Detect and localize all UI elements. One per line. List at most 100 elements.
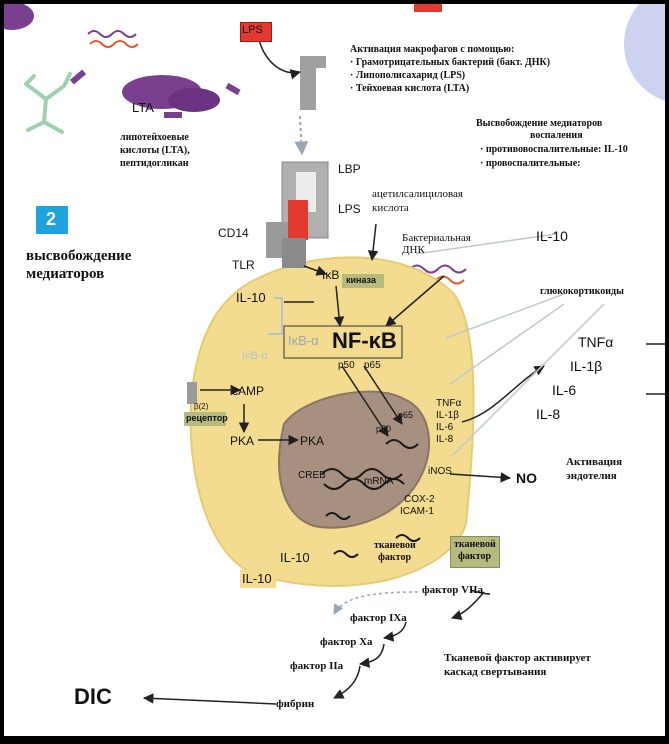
p65-top-label: p65 (364, 360, 381, 371)
inos-label: iNOS (428, 466, 452, 477)
ikb-label: IκB (322, 268, 340, 282)
mrna-label: mRNA (364, 476, 394, 487)
factor-2a-label: фактор IIa (290, 660, 344, 672)
lta-fragment (164, 112, 182, 118)
tissue-factor-tag-1: тканевой (454, 539, 496, 550)
bact-dna-label-2: ДНК (402, 244, 425, 256)
pka-nucleus-label: PKA (300, 434, 325, 448)
activation-item-1: · Грамотрицательных бактерий (бакт. ДНК) (350, 57, 551, 68)
bacteria-shape (4, 4, 34, 30)
no-label: NO (516, 470, 537, 486)
p65-nuc-label: p65 (398, 410, 414, 420)
lps-receptor-arm (300, 56, 316, 110)
il10-bottom-label: IL-10 (280, 550, 310, 565)
section-badge (36, 206, 68, 234)
beta2-receptor (187, 382, 197, 404)
factor-10a-label: фактор Xa (320, 636, 373, 648)
lta-desc-1: липотейхоевые (120, 132, 189, 143)
il10-inside-label: IL-10 (236, 290, 266, 305)
dna-strand (321, 468, 403, 480)
endothelium-label-1: Активация (566, 456, 623, 468)
ikb-alpha-faded-label: IκB-α (242, 350, 268, 362)
release-item-2: · провоспалительные: (480, 158, 581, 169)
tlr-base (282, 238, 306, 268)
lta-desc-2: кислоты (LTA), (120, 145, 190, 156)
release-item-1: · противовоспалительные: IL-10 (480, 144, 628, 155)
receptor-tag-label: рецептор (186, 413, 228, 423)
activation-item-2: · Липополисахарид (LPS) (350, 70, 466, 81)
il10-out-tag (240, 570, 276, 588)
lta-fragment (225, 82, 241, 96)
il10-out-label: IL-10 (242, 571, 272, 586)
factor-9a-label: фактор IXa (350, 612, 407, 624)
il6-label: IL-6 (552, 382, 577, 398)
lta-desc-3: пептидогликан (120, 158, 189, 169)
lps-tag (240, 22, 272, 42)
bacterial-dna-icon (409, 264, 467, 274)
nucleus (278, 390, 431, 529)
aspirin-label-1: ацетилсалициловая (372, 188, 463, 200)
release-title-1: Высвобождение медиаторов (476, 118, 603, 129)
il8-label: IL-8 (536, 406, 561, 422)
il10-right-label: IL-10 (536, 228, 568, 244)
dic-label: DIC (74, 684, 112, 709)
bacterial-dna-icon (87, 30, 137, 38)
p50-nuc-label: p50 (376, 424, 392, 434)
camp-label: cAMP (232, 384, 265, 398)
section-title-2: медиаторов (26, 266, 105, 282)
bact-dna-label-1: Бактериальная (402, 232, 471, 244)
tissue-factor-label-1: тканевой (374, 540, 416, 551)
nfkb-complex-box (283, 325, 403, 359)
lbp-label: LBP (338, 162, 361, 176)
activation-item-3: · Тейхоевая кислота (LTA) (350, 83, 470, 94)
cell-edge-shape (624, 4, 665, 101)
tissue-factor-label-2: фактор (378, 552, 412, 563)
nfkb-label: NF-κB (332, 328, 397, 353)
lta-fragment (69, 69, 87, 85)
icam-label: ICAM-1 (400, 506, 434, 517)
lps-tag-top (414, 4, 442, 12)
mrna-strand (395, 534, 421, 542)
pathway-diagram: LPS Активация макрофагов с помощью: · Гр… (4, 4, 665, 736)
pka-label: PKA (230, 434, 255, 448)
lta-label: LTA (132, 100, 154, 115)
factor-7a-label: фактор VIIa (422, 584, 484, 596)
aspirin-label-2: кислота (372, 202, 409, 214)
kinase-tag (342, 274, 384, 288)
section-title-1: высвобождение (26, 248, 132, 264)
lps-tag-label: LPS (242, 24, 263, 36)
dna-strand (323, 478, 405, 490)
bacteria-shape (168, 88, 220, 112)
lps-molecule (288, 200, 308, 240)
ikb-alpha-box-label: IκB-α (288, 333, 319, 348)
kinase-label: киназа (346, 275, 376, 285)
section-badge-number: 2 (46, 209, 57, 229)
il8-small-label: IL-8 (436, 434, 454, 445)
cox2-label: COX-2 (404, 494, 435, 505)
tissue-factor-tag-2: фактор (458, 551, 492, 562)
tnfa-label: TNFα (578, 334, 614, 350)
il1b-small-label: IL-1β (436, 410, 459, 421)
mrna-strand (325, 512, 351, 520)
mrna-strand (385, 439, 419, 449)
endothelium-label-2: эндотелия (566, 470, 617, 482)
mrna-strand (333, 550, 359, 558)
p50-top-label: p50 (338, 360, 355, 371)
diagram-graphics (4, 4, 665, 705)
tissue-factor-tag (450, 536, 500, 568)
il6-small-label: IL-6 (436, 422, 454, 433)
cascade-note-1: Тканевой фактор активирует (444, 652, 591, 664)
cd14-label: CD14 (218, 226, 249, 240)
bacterial-dna-icon (89, 40, 139, 48)
cascade-note-2: каскад свертывания (444, 666, 547, 678)
receptor-tag (184, 412, 226, 426)
il1b-label: IL-1β (570, 358, 603, 374)
lps-receptor-arm (316, 56, 326, 68)
release-title-2: воспаления (530, 130, 583, 141)
glucocorticoids-label: глюкокортикоиды (540, 286, 624, 297)
tlr-label: TLR (232, 258, 255, 272)
creb-label: CREB (298, 470, 326, 481)
peptidoglycan-icon (24, 72, 72, 134)
receptor-lps-label: LPS (338, 202, 361, 216)
beta2-label: β(2) (194, 402, 209, 411)
